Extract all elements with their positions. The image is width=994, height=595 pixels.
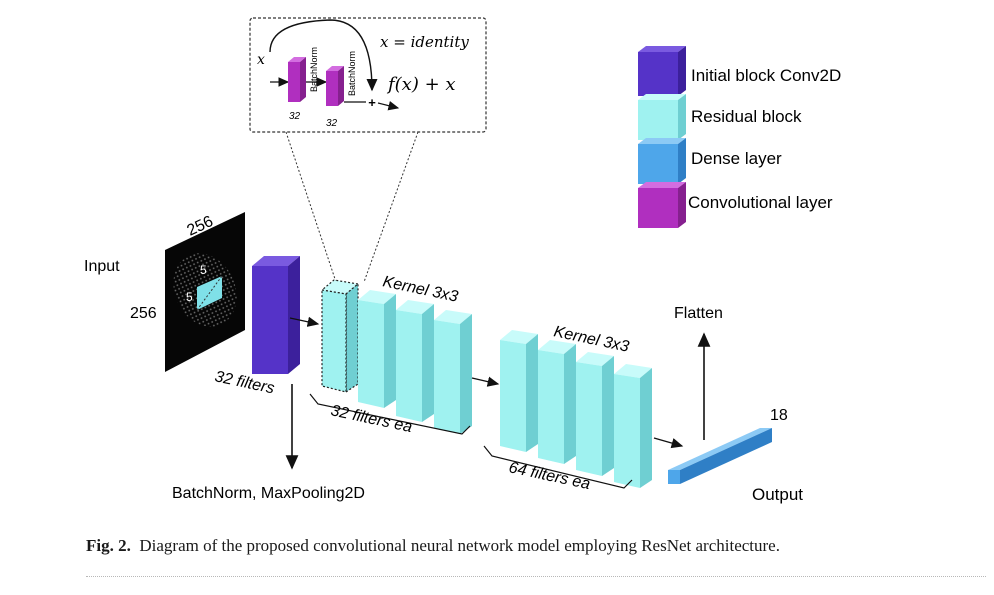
caption-text: Diagram of the proposed convolutional ne… [139,536,780,555]
arrow-to-residual-1 [289,316,320,327]
residual-block-1b [358,290,396,408]
inset-output-arrow [377,101,400,111]
pooling-label: BatchNorm, MaxPooling2D [172,485,365,502]
residual-detail-inset: + x x = identity f(x) + x BatchNorm Batc… [249,17,487,133]
arrow-to-dense [653,437,684,449]
caption-prefix: Fig. 2. [86,536,131,555]
residual-group-1 [320,279,472,434]
residual-block-2d [614,364,652,488]
inset-frame [249,17,487,133]
inset-batchnorm-1-label: BatchNorm [309,47,319,92]
bracket-group-1 [309,393,471,435]
legend-label-residual-block: Residual block [691,107,802,126]
resnet-diagram: + x x = identity f(x) + x BatchNorm Batc… [84,17,841,504]
zoom-line-right [363,131,419,283]
inset-conv1-filters: 32 [289,111,301,122]
skip-connection-arrow [269,19,378,92]
legend-label-initial-block: Initial block Conv2D [691,66,841,85]
residual-block-2b [538,340,576,464]
residual-block-1d [434,310,472,434]
sum-node-icon: + [368,95,376,110]
legend-label-conv-layer: Convolutional layer [688,193,833,212]
flatten-label: Flatten [674,305,723,322]
inset-conv-layer-2 [326,66,344,106]
residual-group-2 [500,330,652,488]
legend-item-initial-block [638,46,686,96]
inset-x-label: x [257,52,265,68]
residual-block-2c [576,352,614,476]
legend-item-residual-block [638,94,686,140]
residual-block-1c [396,300,434,422]
residual-block-2a [500,330,538,452]
figure-caption: Fig. 2. Diagram of the proposed convolut… [86,536,966,556]
residual-block-1a [320,279,360,394]
inset-batchnorm-2-label: BatchNorm [347,51,357,96]
caption-divider [86,576,986,577]
input-height-label: 256 [130,305,157,322]
input-image: 5 5 [165,212,245,372]
arrow-to-residual-2 [471,376,500,387]
identity-label: x = identity [380,33,469,51]
legend-item-conv-layer [638,182,686,228]
input-label: Input [84,258,120,275]
bracket-group-2 [483,445,633,489]
inset-conv-layer-1 [288,57,306,102]
output-label: Output [752,485,803,504]
dense-layer [668,428,772,484]
residual-function-label: f(x) + x [386,74,456,95]
kernel-width-label: 5 [200,263,207,277]
legend: Initial block Conv2D Residual block Dens… [638,46,841,228]
kernel-height-label: 5 [186,290,193,304]
legend-item-dense-layer [638,138,686,184]
initial-conv-block [252,256,300,374]
legend-label-dense-layer: Dense layer [691,149,782,168]
dense-units-label: 18 [770,407,788,424]
inset-conv2-filters: 32 [326,118,338,129]
